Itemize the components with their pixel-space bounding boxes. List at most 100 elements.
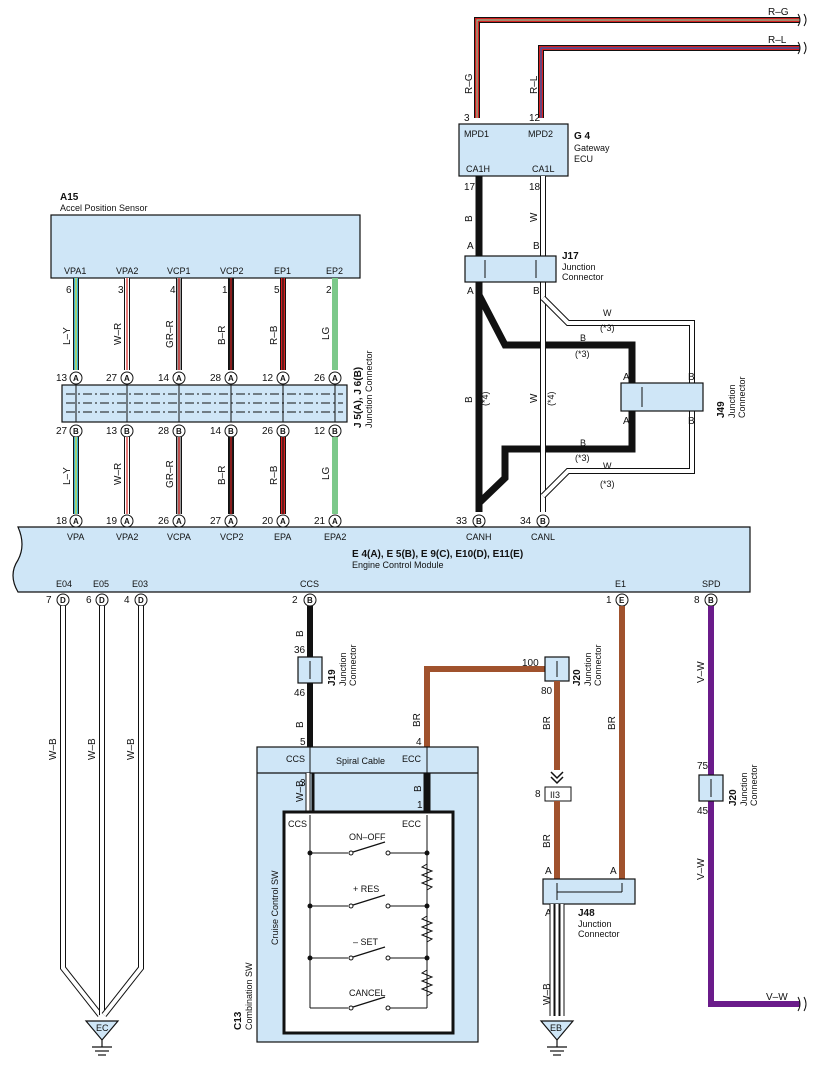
j5-pin-26: 26: [314, 373, 326, 384]
j17-pin-a-bottom: A: [467, 286, 474, 297]
can-star3-lower-b: (*3): [575, 453, 590, 463]
ground-eb-icon: [539, 1020, 575, 1056]
canh-wire-color-mid: B: [464, 396, 475, 403]
ecm-pin-vpa-name: VPA: [67, 532, 84, 542]
j19-pin-bottom: 46: [294, 688, 306, 699]
v-w-break-icon: [797, 996, 807, 1012]
j5-pin-26-letter: A: [332, 374, 338, 383]
gateway-pin-mpd2: MPD2: [528, 129, 553, 139]
canl-wire-color-mid: W: [529, 393, 540, 403]
j6-pin-28: 28: [158, 426, 170, 437]
vpa2-wire-color-lower: W–R: [113, 463, 124, 485]
epa-wire-color-lower: R–B: [269, 465, 280, 485]
j20b-id: J20: [728, 789, 739, 806]
e05-wire-color: W–B: [87, 738, 98, 760]
ecm-pin-1: 1: [606, 595, 612, 606]
ecm-pin-epa-letter: A: [280, 517, 286, 526]
ecm-pin-epa2-circle: [328, 514, 342, 528]
canh-wire: [475, 176, 636, 512]
j5-pin-12: 12: [262, 373, 274, 384]
vcpa-wire-color-lower: GR–R: [165, 460, 176, 488]
j5-pin-28: 28: [210, 373, 222, 384]
ccs-wire-color-lower: B: [295, 721, 306, 728]
ecm-pin-e05-name: E05: [93, 579, 109, 589]
j5-pin-27-circle: [120, 371, 134, 385]
canh-wire-color-top: B: [464, 215, 475, 222]
eb-wire-color: W–B: [542, 983, 553, 1005]
ecm-pin-4: 4: [124, 595, 130, 606]
j17-id: J17: [562, 251, 579, 262]
spiral-cable-name: Spiral Cable: [336, 756, 385, 766]
ecm-pin-18: 18: [56, 516, 68, 527]
j17-pin-a-top: A: [467, 241, 474, 252]
vpa1-pin-num: 6: [66, 285, 72, 296]
j20a-wire-color: BR: [542, 716, 553, 730]
j6-pin-14: 14: [210, 426, 222, 437]
combo-sw-id: C13: [233, 1011, 244, 1030]
j6-pin-27-letter: B: [73, 427, 79, 436]
ecm-pin-vpa2-circle: [120, 514, 134, 528]
j5-j6-id: J 5(A), J 6(B): [353, 367, 364, 428]
ground-wires-eb: [549, 904, 565, 1016]
vcp2-pin-num: 1: [222, 285, 228, 296]
gateway-pin-ca1l: CA1L: [532, 164, 555, 174]
ecm-pin-canh-circle: [472, 514, 486, 528]
j19-pin-top: 36: [294, 645, 306, 656]
ii3-connector: II3: [544, 786, 572, 802]
vcp2-wire-color-lower: B–R: [217, 466, 228, 485]
canl-wire-color-top: W: [529, 212, 540, 222]
ecm-pin-e04-letter: D: [60, 596, 66, 605]
j6-pin-12: 12: [314, 426, 326, 437]
accel-pin-ep1: EP1: [274, 266, 291, 276]
j17-pin-b-bottom: B: [533, 286, 540, 297]
j6-pin-13: 13: [106, 426, 118, 437]
ep2-pin-num: 2: [326, 285, 332, 296]
j6-pin-14-letter: B: [228, 427, 234, 436]
r-l-label: R–L: [768, 35, 787, 46]
spd-wire-color-lower: V–W: [696, 858, 707, 880]
j48-pin-a-left: A: [545, 866, 552, 877]
r-g-break-icon: [797, 13, 807, 27]
j20b-pin-bottom: 45: [697, 806, 709, 817]
ecm-pin-vcpa-name: VCPA: [167, 532, 191, 542]
j20b-line1: Junction: [739, 772, 749, 806]
ep2-wire-color-upper: LG: [321, 326, 332, 340]
cruise-sw-name: Cruise Control SW: [270, 870, 280, 945]
j20a-junction-connector: J20 Junction Connector: [544, 644, 603, 686]
e04-wire-color: W–B: [48, 738, 59, 760]
j6-pin-26-letter: B: [280, 427, 286, 436]
ecm-pin-vcpa-letter: A: [176, 517, 182, 526]
gateway-pin-ca1h: CA1H: [466, 164, 490, 174]
ecm-pin-21: 21: [314, 516, 326, 527]
epa2-wire-color-lower: LG: [321, 466, 332, 480]
gateway-id: G 4: [574, 131, 591, 142]
j5-pin-27: 27: [106, 373, 118, 384]
ecm-pin-canl-name: CANL: [531, 532, 555, 542]
ecm-pin-19: 19: [106, 516, 118, 527]
j6-pin-28-letter: B: [176, 427, 182, 436]
j17-pin-b-top: B: [533, 241, 540, 252]
ecm-pin-e05-letter: D: [99, 596, 105, 605]
accel-pin-vpa2: VPA2: [116, 266, 138, 276]
can-star3-upper-b: (*3): [575, 349, 590, 359]
cruise-ecc-label: ECC: [402, 819, 422, 829]
j6-bottom-pins: 27 B 13 B 28 B 14 B 26 B 12 B: [56, 424, 342, 438]
can-b-lower-label: B: [580, 438, 586, 448]
vcp2-wire-color-upper: B–R: [217, 326, 228, 345]
accel-pin-vcp1: VCP1: [167, 266, 191, 276]
ecm-pin-34: 34: [520, 516, 532, 527]
ecm-name: Engine Control Module: [352, 560, 444, 570]
ecm-pin-e1-letter: E: [619, 596, 625, 605]
ecm-pin-vpa2-letter: A: [124, 517, 130, 526]
j17-line1: Junction: [562, 262, 596, 272]
j49-pin-a-bottom: A: [623, 416, 630, 427]
j5-pin-14: 14: [158, 373, 170, 384]
accel-pin-vpa1: VPA1: [64, 266, 86, 276]
ecm-pin-e1-name: E1: [615, 579, 626, 589]
can-w-upper-label: W: [603, 308, 612, 318]
ca1h-pin-num: 17: [464, 182, 476, 193]
vpa1-wire-color-upper: L–Y: [62, 327, 73, 345]
spiral-pin-5: 5: [300, 737, 306, 748]
r-l-break-icon: [797, 41, 807, 55]
j5-j6-junction-connector: J 5(A), J 6(B) Junction Connector: [61, 350, 374, 428]
